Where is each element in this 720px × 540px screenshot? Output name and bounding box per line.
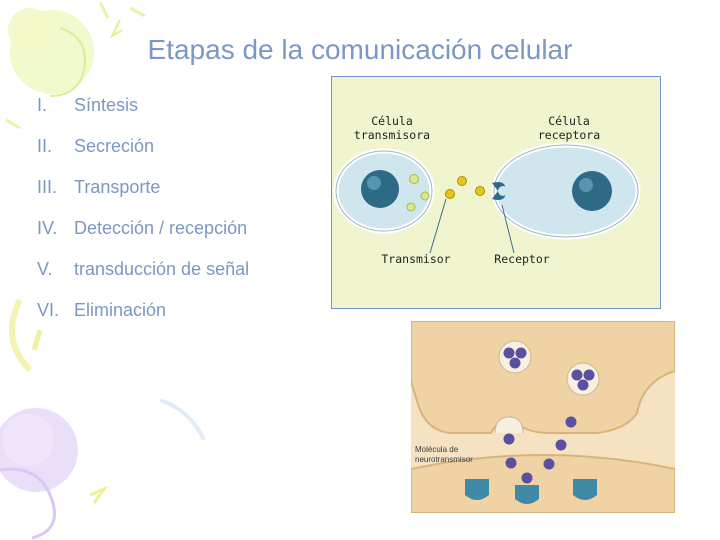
receiver-cell-title: Célula	[548, 114, 590, 128]
receiver-nucleus	[572, 171, 612, 211]
stage-label: Detección / recepción	[74, 218, 248, 238]
decorative-swirl-bottom-left	[0, 398, 206, 540]
stage-item: III. Transporte	[37, 174, 337, 215]
stage-number: IV.	[37, 218, 58, 238]
presynaptic-terminal	[411, 321, 675, 434]
stage-item: I. Síntesis	[37, 92, 337, 133]
stage-label: Secreción	[74, 136, 155, 156]
neurotransmitter-molecule	[555, 439, 567, 451]
decorative-rays-top	[5, 1, 146, 130]
stage-number: VI.	[37, 300, 60, 320]
stage-item: V. transducción de señal	[37, 256, 337, 297]
cell-signaling-figure: Célula transmisora Célula receptora Tran…	[331, 76, 661, 309]
cell-signaling-illustration: Célula transmisora Célula receptora Tran…	[333, 114, 641, 266]
decorative-swirl-top-left	[8, 8, 123, 97]
transmitter-pointer	[429, 198, 447, 254]
sender-cell-title: Célula	[371, 114, 413, 128]
stage-item: IV. Detección / recepción	[37, 215, 337, 256]
fusing-vesicle	[494, 416, 524, 434]
receptor-channel	[573, 479, 597, 500]
stage-label: Transporte	[74, 177, 161, 197]
signal-molecule	[406, 202, 416, 212]
stage-item: VI. Eliminación	[37, 297, 337, 338]
neurotransmitter-molecule	[543, 458, 555, 470]
receptor-channel	[465, 479, 489, 500]
neurotransmitter-molecule	[505, 457, 517, 469]
receiver-cell-subtitle: receptora	[538, 128, 600, 142]
receptor-channel	[515, 485, 539, 504]
transmitter-label: Transmisor	[381, 252, 450, 266]
stage-item: II. Secreción	[37, 133, 337, 174]
sender-nucleus	[361, 170, 399, 208]
neurotransmitter-label-line2: neurotransmisor	[415, 455, 473, 464]
stage-number: II.	[37, 136, 53, 156]
neurotransmitter-molecule	[521, 472, 533, 484]
signal-molecule	[445, 189, 455, 199]
decorative-swirl-left	[9, 298, 43, 373]
receptor-pointer	[501, 204, 515, 254]
signal-molecule	[457, 176, 467, 186]
neurotransmitter-label-line1: Molécula de	[415, 445, 459, 454]
signal-molecule	[409, 174, 419, 184]
sender-cell-subtitle: transmisora	[354, 128, 430, 142]
signal-molecule	[475, 186, 485, 196]
neurotransmitter-molecule	[565, 416, 577, 428]
stage-number: I.	[37, 95, 48, 115]
synapse-illustration: Molécula de neurotransmisor	[411, 321, 675, 513]
receiver-cell	[491, 142, 641, 240]
slide-title: Etapas de la comunicación celular	[147, 34, 573, 65]
stages-list: I. Síntesis II. Secreción III. Transporte I…	[37, 92, 337, 338]
stage-number: V.	[37, 259, 53, 279]
neurotransmitter-molecule	[503, 433, 515, 445]
stage-label: Eliminación	[74, 300, 167, 320]
stage-label: Síntesis	[74, 95, 139, 115]
synapse-figure: Molécula de neurotransmisor	[411, 321, 675, 513]
receptor-label: Receptor	[494, 252, 549, 266]
stage-label: transducción de señal	[74, 259, 250, 279]
stage-number: III.	[37, 177, 58, 197]
signal-molecule	[420, 191, 430, 201]
